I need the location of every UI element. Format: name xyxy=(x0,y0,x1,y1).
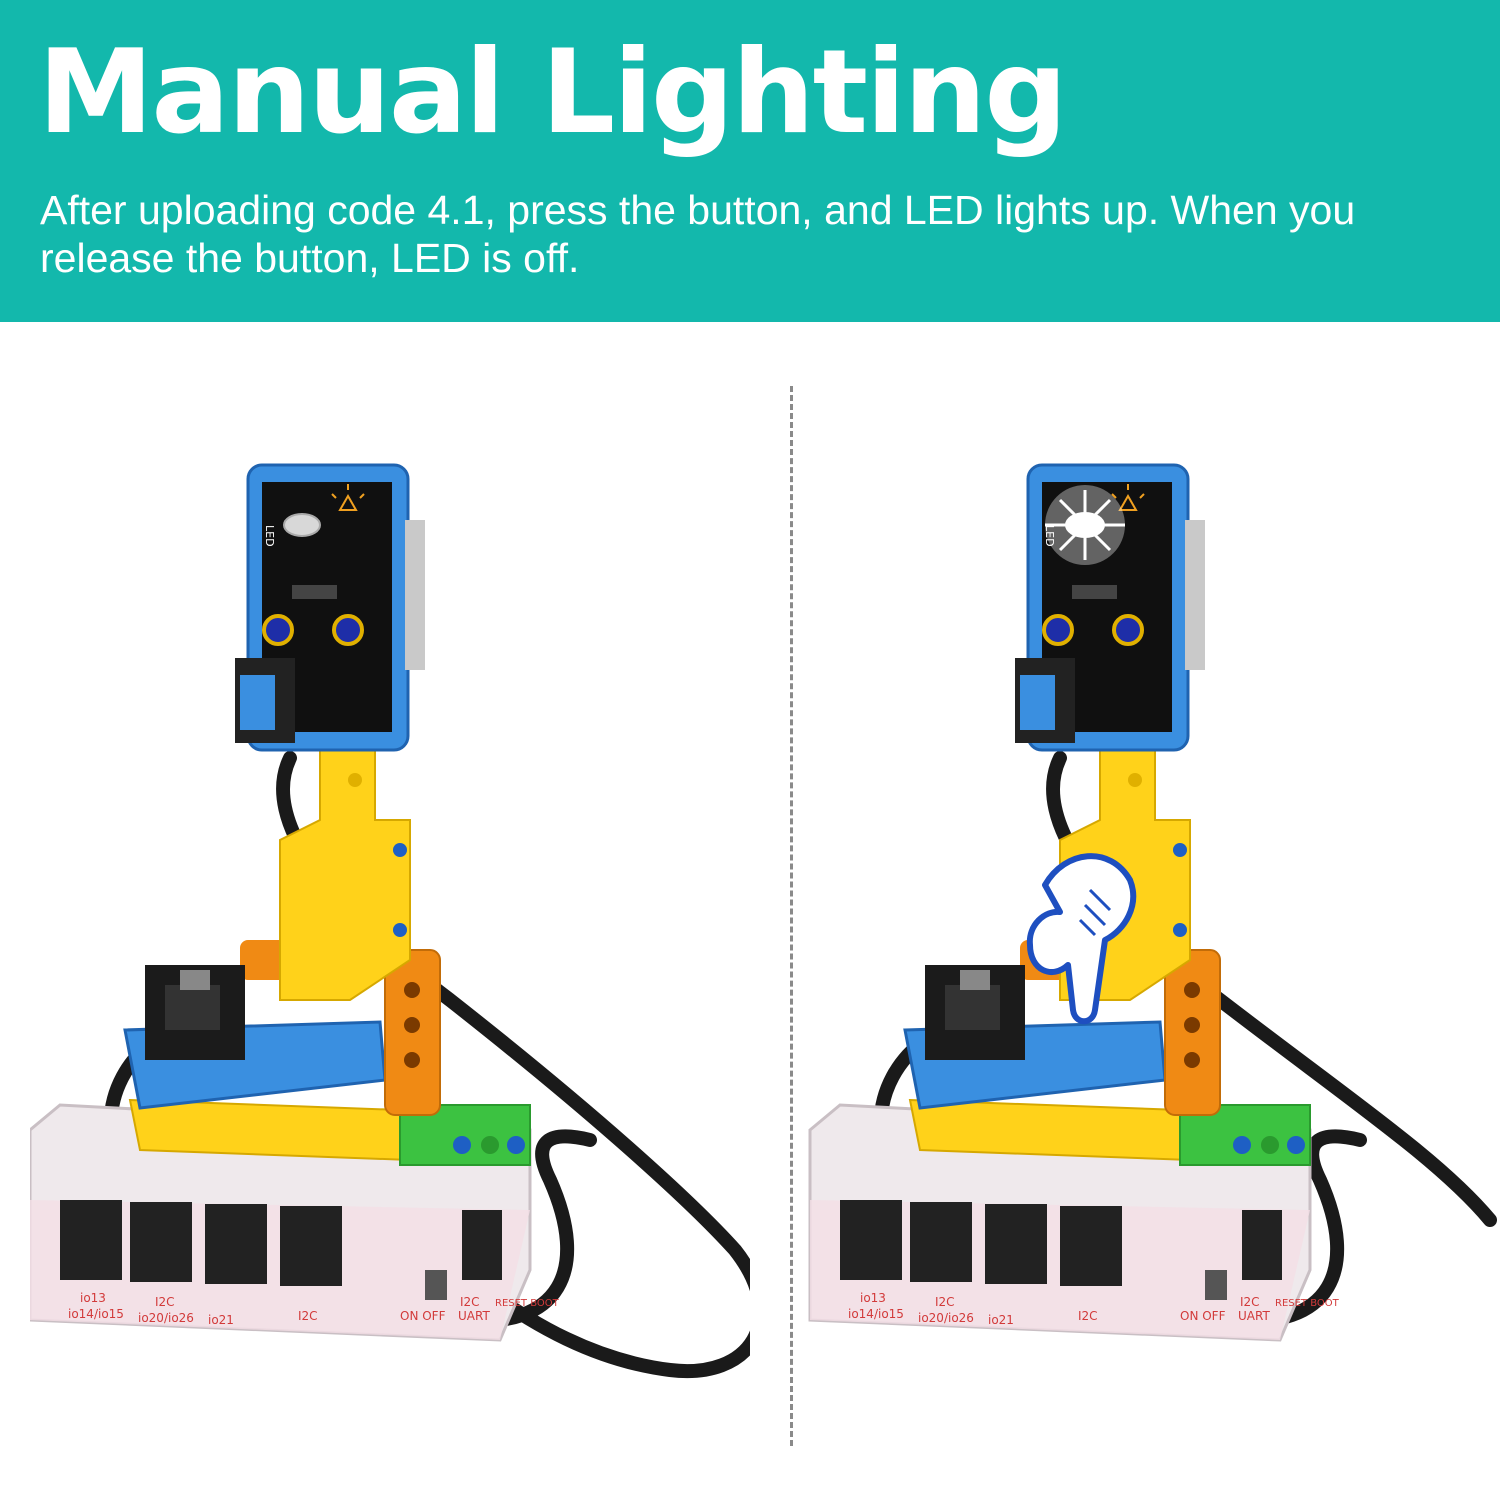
board-label: I2C xyxy=(935,1295,955,1309)
board-label: UART xyxy=(1238,1309,1270,1323)
rj11-port xyxy=(910,1202,972,1282)
rj11-port xyxy=(60,1200,122,1280)
board-label: io21 xyxy=(208,1313,234,1327)
board-label: io13 xyxy=(860,1291,886,1305)
yellow-brick-base xyxy=(908,1098,1192,1162)
rj11-port xyxy=(840,1200,902,1280)
side-bracket xyxy=(405,520,425,670)
board-label: I2C xyxy=(298,1309,318,1323)
board-label: RESET BOOT xyxy=(1275,1298,1340,1309)
rj11-port xyxy=(985,1204,1047,1284)
board-label: io14/io15 xyxy=(848,1307,904,1321)
led-bulb-off xyxy=(283,513,321,537)
board-label: io21 xyxy=(988,1313,1014,1327)
board-label: io13 xyxy=(80,1291,106,1305)
board-label: ON OFF xyxy=(1180,1309,1226,1323)
rj11-port xyxy=(280,1206,342,1286)
mount-hole xyxy=(262,614,294,646)
yellow-beam xyxy=(279,719,411,1001)
mount-hole xyxy=(1042,614,1074,646)
yellow-brick-base xyxy=(128,1098,412,1162)
board-label: I2C xyxy=(1240,1295,1260,1309)
rj11-port xyxy=(205,1204,267,1284)
board-label: I2C xyxy=(155,1295,175,1309)
board-label: io20/io26 xyxy=(918,1311,974,1325)
dashed-divider xyxy=(790,386,793,1446)
rj11-port xyxy=(1060,1206,1122,1286)
board-label: UART xyxy=(458,1309,490,1323)
led-label: LED xyxy=(1043,525,1056,547)
photo-led-off: io13 io14/io15 I2C io20/io26 io21 I2C ON… xyxy=(30,463,750,1379)
rj11-port xyxy=(462,1210,502,1280)
led-module: LED xyxy=(235,463,425,752)
board-label: io14/io15 xyxy=(68,1307,124,1321)
side-bracket xyxy=(1185,520,1205,670)
page-title: Manual Lighting xyxy=(38,25,1067,160)
photo-led-on: io13 io14/io15 I2C io20/io26 io21 I2C ON… xyxy=(808,463,1497,1342)
board-label: ON OFF xyxy=(400,1309,446,1323)
board-label: io20/io26 xyxy=(138,1311,194,1325)
mount-hole xyxy=(1112,614,1144,646)
mount-hole xyxy=(332,614,364,646)
led-module: LED xyxy=(1015,463,1205,752)
header-banner: Manual Lighting After uploading code 4.1… xyxy=(0,0,1500,322)
rj11-port xyxy=(130,1202,192,1282)
board-label: I2C xyxy=(1078,1309,1098,1323)
power-switch xyxy=(1205,1270,1227,1300)
led-icon xyxy=(1111,484,1145,511)
rj11-port xyxy=(1242,1210,1282,1280)
button-module xyxy=(145,965,245,1060)
pressing-hand-icon xyxy=(1026,853,1137,1025)
led-icon xyxy=(331,484,365,511)
board-label: I2C xyxy=(460,1295,480,1309)
page-subtitle: After uploading code 4.1, press the butt… xyxy=(40,187,1356,281)
button-module xyxy=(925,965,1025,1060)
led-bulb-on xyxy=(1065,512,1105,538)
power-switch xyxy=(425,1270,447,1300)
board-label: RESET BOOT xyxy=(495,1298,560,1309)
led-label: LED xyxy=(263,525,276,547)
